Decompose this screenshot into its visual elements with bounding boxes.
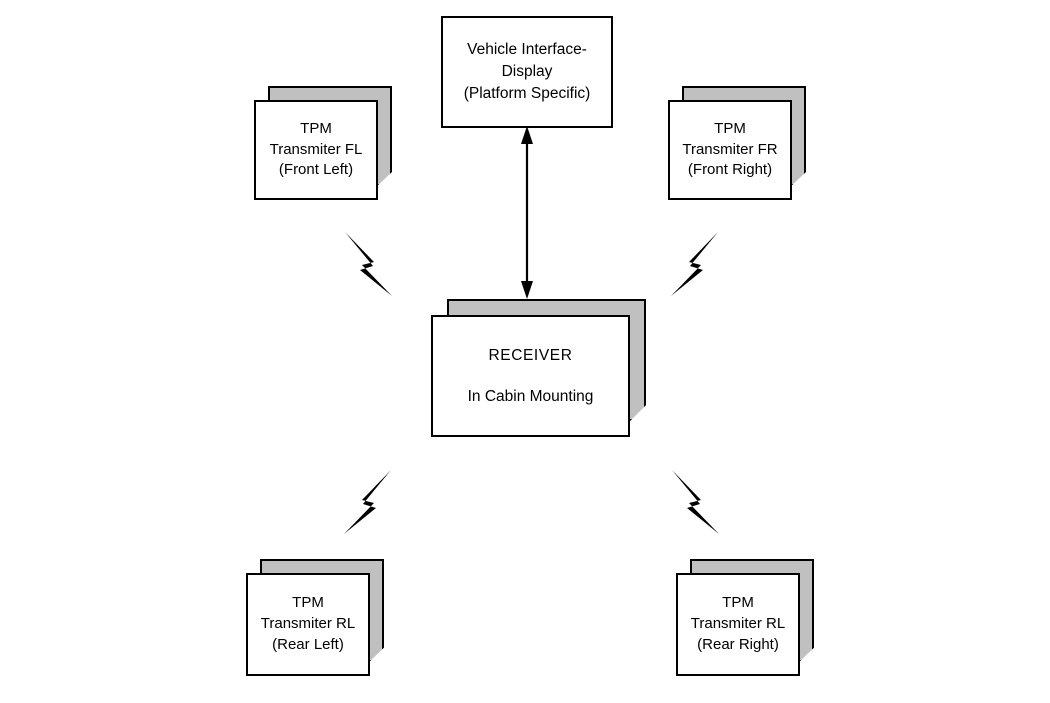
vehicle-interface-display-box[interactable]: Vehicle Interface- Display (Platform Spe… bbox=[441, 16, 613, 128]
rf-link-front-left bbox=[345, 232, 392, 296]
tpm-rl-line-3: (Rear Left) bbox=[272, 635, 344, 653]
display-receiver-arrow bbox=[521, 126, 533, 299]
tpm-rl-line-1: TPM bbox=[292, 594, 324, 612]
display-line-3: (Platform Specific) bbox=[463, 85, 591, 102]
tpm-fr-line-1: TPM bbox=[714, 119, 746, 137]
tpm-rr-box[interactable]: TPM Transmiter RL (Rear Right) bbox=[676, 559, 814, 676]
tpm-fr-box[interactable]: TPM Transmiter FR (Front Right) bbox=[668, 86, 806, 200]
tpm-rr-line-3: (Rear Right) bbox=[697, 635, 779, 653]
rf-link-rear-left bbox=[344, 470, 391, 534]
display-line-1: Vehicle Interface- bbox=[467, 41, 587, 58]
tpm-rr-line-2: Transmiter RL bbox=[690, 615, 786, 633]
tpm-rl-box[interactable]: TPM Transmiter RL (Rear Left) bbox=[246, 559, 384, 676]
receiver-box[interactable]: RECEIVER In Cabin Mounting bbox=[431, 299, 646, 437]
receiver-line-1: RECEIVER bbox=[488, 346, 573, 364]
tpm-fr-line-2: Transmiter FR bbox=[682, 140, 778, 158]
tpm-rl-line-2: Transmiter RL bbox=[260, 615, 356, 633]
rf-link-rear-right bbox=[672, 470, 719, 534]
tpm-fl-line-1: TPM bbox=[300, 119, 332, 137]
tpm-fl-box[interactable]: TPM Transmiter FL (Front Left) bbox=[254, 86, 392, 200]
display-line-2: Display bbox=[501, 63, 553, 80]
tpm-fl-line-3: (Front Left) bbox=[278, 161, 354, 179]
rf-link-front-right bbox=[671, 232, 718, 296]
tpm-fl-line-2: Transmiter FL bbox=[269, 140, 363, 158]
receiver-line-2: In Cabin Mounting bbox=[467, 388, 594, 405]
tpm-rr-line-1: TPM bbox=[722, 594, 754, 612]
tpm-fr-line-3: (Front Right) bbox=[687, 161, 773, 179]
